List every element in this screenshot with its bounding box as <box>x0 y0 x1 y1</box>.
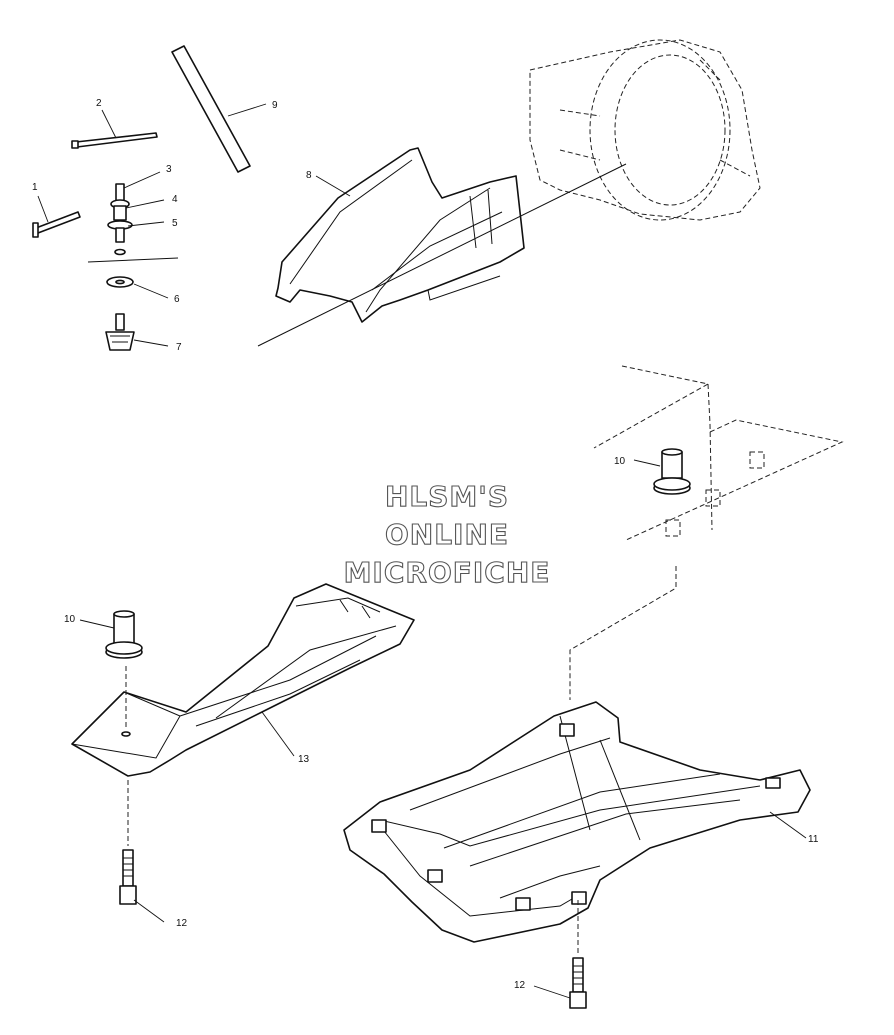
leader-lines <box>37 103 807 999</box>
engine-phantom <box>529 39 761 221</box>
callout-1: 1 <box>32 182 38 193</box>
callout-6: 6 <box>174 294 180 305</box>
callout-10-upper: 10 <box>614 456 626 467</box>
part-13-bracket <box>71 583 415 777</box>
callout-12-right: 12 <box>514 980 526 991</box>
watermark-line-1: HLSM'S <box>385 480 509 513</box>
callout-10-lower: 10 <box>64 614 76 625</box>
callout-7: 7 <box>176 342 182 353</box>
stud-path <box>569 566 677 700</box>
part-10-stud-lower <box>105 610 143 659</box>
part-1-pin <box>32 211 81 238</box>
callout-12-left: 12 <box>176 918 188 929</box>
watermark: HLSM'S ONLINE MICROFICHE <box>343 479 551 589</box>
part-12-bolt-right <box>569 957 587 1009</box>
part-3-5-fastener <box>107 183 133 256</box>
callout-3: 3 <box>166 164 172 175</box>
part-7-rivet <box>105 313 135 351</box>
part-2-rod <box>71 132 158 149</box>
callout-2: 2 <box>96 98 102 109</box>
part-6-washer <box>106 276 134 288</box>
part-9-strip <box>171 45 251 173</box>
strap-line <box>87 257 179 263</box>
callout-8: 8 <box>306 170 312 181</box>
callout-4: 4 <box>172 194 178 205</box>
callout-9: 9 <box>272 100 278 111</box>
part-10-stud-upper <box>653 448 691 495</box>
watermark-line-3: MICROFICHE <box>344 556 551 589</box>
part-12-bolt-left <box>119 849 137 905</box>
part-11-skid-plate <box>343 701 811 943</box>
callout-11: 11 <box>808 834 819 845</box>
hull-phantom <box>593 365 844 541</box>
part-8-guard <box>275 147 525 323</box>
callout-labels: 1 2 3 4 5 6 7 8 9 10 10 11 12 12 13 <box>32 98 819 991</box>
callout-13: 13 <box>298 754 310 765</box>
callout-5: 5 <box>172 218 178 229</box>
watermark-line-2: ONLINE <box>385 518 509 551</box>
axis-line <box>257 163 627 347</box>
